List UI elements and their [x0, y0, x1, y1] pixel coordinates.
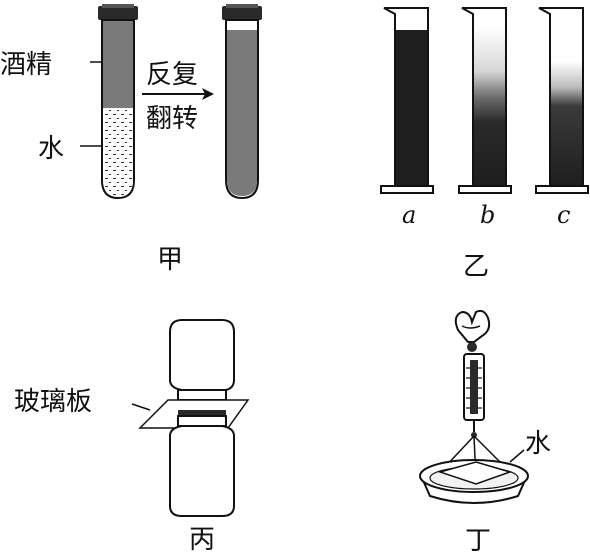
stopper: [98, 6, 138, 20]
bottle-bottom: [169, 415, 235, 517]
label-cylinder-c: c: [557, 201, 570, 229]
test-tube-before: [98, 4, 138, 200]
caption-jia: 甲: [157, 245, 183, 275]
glass-plate-on-water: [437, 461, 513, 485]
caption-bing: 丙: [189, 525, 215, 555]
caption-yi: 乙: [463, 252, 489, 282]
panel-jia: 酒精 水 反复 翻转 甲: [0, 4, 262, 275]
panel-bing: 玻璃板 丙: [14, 319, 250, 555]
cylinder-b: [458, 7, 512, 194]
cylinder-a: [380, 7, 434, 194]
label-cylinder-a: a: [402, 201, 416, 229]
label-water-basin: 水: [525, 429, 551, 459]
hand-icon: [454, 309, 491, 343]
label-water: 水: [38, 134, 64, 164]
alcohol-layer: [103, 21, 133, 108]
panel-ding: 水 丁: [419, 309, 551, 556]
test-tube-after: [222, 4, 262, 200]
spring-scale: [463, 353, 485, 421]
arrow-right-icon: [142, 88, 214, 100]
label-action-line2: 翻转: [146, 104, 198, 134]
label-alcohol: 酒精: [0, 50, 52, 80]
stopper: [222, 6, 262, 20]
water-layer: [103, 108, 133, 196]
panel-yi: a b c 乙: [380, 7, 589, 282]
mixed-liquid: [227, 30, 257, 196]
cylinder-c: [535, 7, 589, 194]
label-action-line1: 反复: [146, 60, 198, 90]
label-cylinder-b: b: [480, 201, 495, 229]
caption-ding: 丁: [465, 526, 491, 556]
bottle-top: [169, 319, 235, 410]
label-glass-plate: 玻璃板: [14, 387, 92, 417]
